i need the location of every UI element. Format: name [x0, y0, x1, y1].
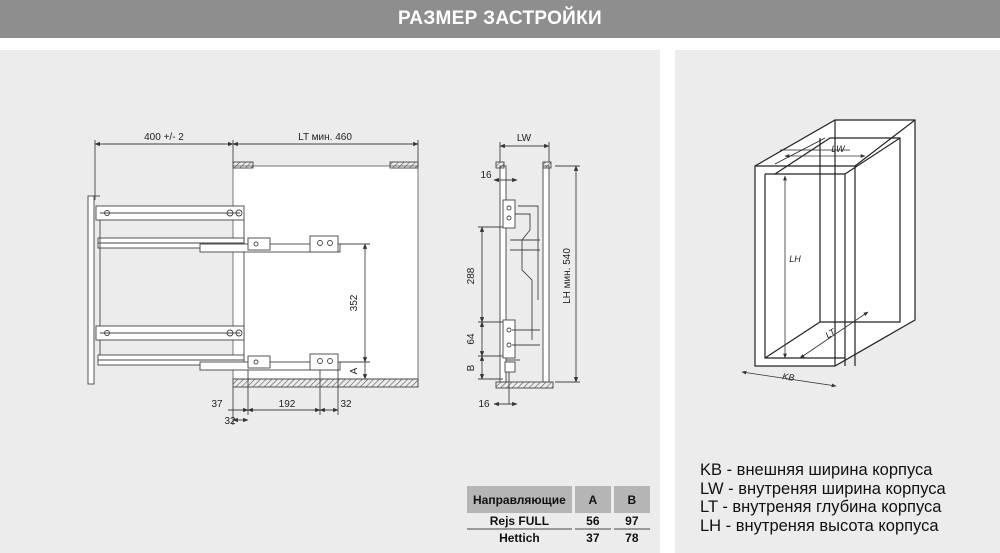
dim-37: 37: [211, 399, 223, 410]
guides-row-a: 56: [573, 513, 614, 530]
dim-b: B: [466, 364, 477, 371]
front-view-labels: LW 16 288 64 B LH мин. 540 16: [466, 133, 573, 410]
side-view: [87, 140, 419, 425]
cabinet-dims: [741, 154, 869, 388]
dim-lh: LH мин. 540: [562, 248, 573, 304]
dim-a: A: [349, 367, 360, 374]
guides-row-name: Rejs FULL: [467, 513, 575, 530]
dim-400: 400 +/- 2: [144, 132, 184, 143]
guides-row-b: 78: [612, 529, 650, 545]
table-row: Hettich 37 78: [467, 529, 650, 545]
guides-row-a: 37: [573, 529, 614, 545]
guides-table: Направляющие A B Rejs FULL 56 97 Hettich…: [467, 486, 650, 545]
page-header: РАЗМЕР ЗАСТРОЙКИ: [0, 0, 1000, 38]
guides-row-b: 97: [612, 513, 650, 530]
dim-16-top: 16: [480, 170, 492, 181]
side-view-labels: 400 +/- 2 LT мин. 460 352 A 37 192 32 32: [144, 132, 360, 427]
front-view: [478, 142, 580, 407]
guides-row-name: Hettich: [467, 529, 575, 545]
legend-item: LW - внутреняя ширина корпуса: [700, 479, 946, 498]
dim-288: 288: [466, 267, 477, 284]
cabinet-isometric: [754, 119, 916, 367]
dim-32-left: 32: [224, 416, 236, 427]
legend-item: KB - внешняя ширина корпуса: [700, 461, 933, 479]
cabinet-label-lw: LW: [831, 144, 846, 154]
dim-192: 192: [279, 399, 296, 410]
dim-lw: LW: [517, 133, 532, 144]
legend-item: LT - внутреняя глубина корпуса: [700, 498, 942, 517]
page-title: РАЗМЕР ЗАСТРОЙКИ: [398, 8, 602, 29]
dim-32-right: 32: [340, 399, 352, 410]
legend: KB - внешняя ширина корпуса LW - внутрен…: [700, 461, 990, 535]
guides-header-name: Направляющие: [467, 486, 575, 513]
dim-16-bottom: 16: [478, 399, 490, 410]
legend-item: LH - внутреняя высота корпуса: [700, 516, 939, 535]
dim-64: 64: [466, 333, 477, 345]
dim-lt: LT мин. 460: [298, 132, 352, 143]
cabinet-label-kb: KB: [782, 371, 795, 383]
dim-352: 352: [349, 294, 360, 311]
guides-header-b: B: [612, 486, 650, 513]
table-row: Rejs FULL 56 97: [467, 513, 650, 530]
guides-header-a: A: [573, 486, 614, 513]
cabinet-label-lh: LH: [789, 254, 801, 264]
